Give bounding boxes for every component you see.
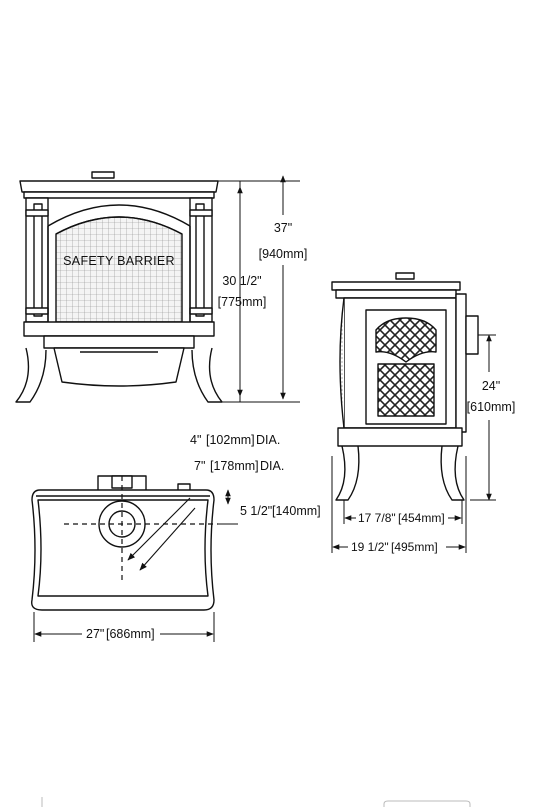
flue-dia-small-suffix: DIA. [256,433,280,447]
front-view [15,171,223,403]
flue-dia-large-suffix: DIA. [260,459,284,473]
top-height-metric: [775mm] [218,295,267,309]
flue-dia-small-imperial: 4" [190,433,201,447]
flue-height-metric: [610mm] [467,400,516,414]
leg-depth-imperial: 17 7/8" [358,511,396,525]
diameter-leaders [127,497,196,571]
overall-width-imperial: 27" [86,627,104,641]
flue-dia-large-metric: [178mm] [210,459,259,473]
top-view-centerlines [64,476,218,582]
overall-width-metric: [686mm] [106,627,155,641]
front-height-dimensions [216,175,300,403]
overall-depth-metric: [495mm] [391,540,438,554]
top-view [31,475,215,611]
overall-height-imperial: 37" [274,221,292,235]
flue-offset-dimension [218,489,238,525]
flue-offset-metric: [140mm] [272,504,321,518]
leg-depth-metric: [454mm] [398,511,445,525]
page-edge-marks [41,797,471,807]
overall-width-dimension [33,612,215,642]
overall-depth-imperial: 19 1/2" [351,540,389,554]
flue-offset-imperial: 5 1/2" [240,504,272,518]
overall-height-metric: [940mm] [259,247,308,261]
top-height-imperial: 30 1/2" [222,274,261,288]
flue-dia-small-metric: [102mm] [206,433,255,447]
side-view [331,272,479,501]
flue-dia-large-imperial: 7" [194,459,205,473]
safety-barrier-label: SAFETY BARRIER [63,254,175,268]
side-dimensions [331,334,496,553]
flue-height-imperial: 24" [482,379,500,393]
